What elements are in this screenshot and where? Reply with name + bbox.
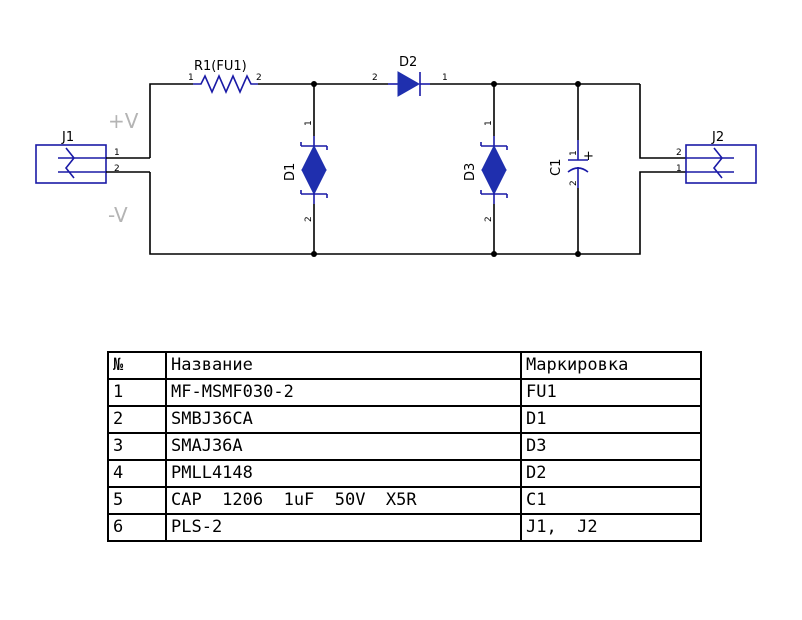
- rail-minus-label: -V: [108, 203, 128, 227]
- cell-name: PLS-2: [165, 513, 522, 542]
- c1-polarity: +: [583, 149, 594, 164]
- header-number: №: [107, 351, 167, 380]
- d1-pin-1: 1: [304, 120, 314, 126]
- c1-ref: C1: [549, 159, 564, 176]
- rail-plus-label: +V: [108, 109, 139, 133]
- tvs-diode-d3: D3 1 2: [463, 84, 508, 254]
- table-row: 4 PMLL4148 D2: [107, 459, 702, 488]
- junction-dots: [311, 81, 581, 257]
- r1-pin-2: 2: [256, 73, 262, 83]
- r1-pin-1: 1: [188, 73, 194, 83]
- j2-ref: J2: [711, 130, 724, 145]
- cell-number: 6: [107, 513, 167, 542]
- cell-marking: D1: [520, 405, 702, 434]
- c1-pin-2: 2: [569, 180, 579, 186]
- cell-name: CAP 1206 1uF 50V X5R: [165, 486, 522, 515]
- cell-number: 5: [107, 486, 167, 515]
- tvs-diode-d1: D1 1 2: [283, 84, 328, 254]
- connector-j1: J1 1 2: [35, 130, 150, 184]
- j1-pin-2: 2: [114, 164, 120, 174]
- c1-pin-1: 1: [569, 150, 579, 156]
- table-row: 3 SMAJ36A D3: [107, 432, 702, 461]
- d2-pin-2: 2: [372, 73, 378, 83]
- cell-marking: J1, J2: [520, 513, 702, 542]
- j1-pin-1: 1: [114, 148, 120, 158]
- resistor-r1: R1(FU1) 1 2: [188, 59, 262, 94]
- d1-pin-2: 2: [304, 216, 314, 222]
- r1-ref: R1(FU1): [194, 59, 247, 74]
- cell-name: PMLL4148: [165, 459, 522, 488]
- table-header-row: № Название Маркировка: [107, 351, 702, 380]
- d2-ref: D2: [399, 55, 417, 70]
- d2-pin-1: 1: [442, 73, 448, 83]
- d3-ref: D3: [463, 163, 478, 181]
- cell-number: 1: [107, 378, 167, 407]
- d3-pin-1: 1: [484, 120, 494, 126]
- cell-name: MF-MSMF030-2: [165, 378, 522, 407]
- j2-pin-2: 2: [676, 148, 682, 158]
- j1-ref: J1: [61, 130, 74, 145]
- j2-pin-1: 1: [676, 164, 682, 174]
- table-row: 5 CAP 1206 1uF 50V X5R C1: [107, 486, 702, 515]
- table-row: 6 PLS-2 J1, J2: [107, 513, 702, 542]
- cell-marking: C1: [520, 486, 702, 515]
- connector-j2: J2 2 1: [666, 130, 757, 184]
- bottom-wire: [149, 171, 666, 255]
- top-wire: [149, 83, 666, 159]
- circuit-schematic: J1 1 2 +V -V R1(FU1) 1 2 D2 2 1 D1 1 2: [35, 55, 757, 257]
- header-marking: Маркировка: [520, 351, 702, 380]
- cell-number: 3: [107, 432, 167, 461]
- cell-name: SMBJ36CA: [165, 405, 522, 434]
- cell-number: 2: [107, 405, 167, 434]
- capacitor-c1: C1 + 1 2: [549, 84, 594, 254]
- cell-number: 4: [107, 459, 167, 488]
- cell-marking: D2: [520, 459, 702, 488]
- table-row: 2 SMBJ36CA D1: [107, 405, 702, 434]
- cell-marking: D3: [520, 432, 702, 461]
- d1-ref: D1: [283, 163, 298, 181]
- d3-pin-2: 2: [484, 216, 494, 222]
- table-row: 1 MF-MSMF030-2 FU1: [107, 378, 702, 407]
- cell-marking: FU1: [520, 378, 702, 407]
- diode-d2: D2 2 1: [372, 55, 448, 97]
- bill-of-materials-table: № Название Маркировка 1 MF-MSMF030-2 FU1…: [107, 351, 702, 542]
- cell-name: SMAJ36A: [165, 432, 522, 461]
- header-name: Название: [165, 351, 522, 380]
